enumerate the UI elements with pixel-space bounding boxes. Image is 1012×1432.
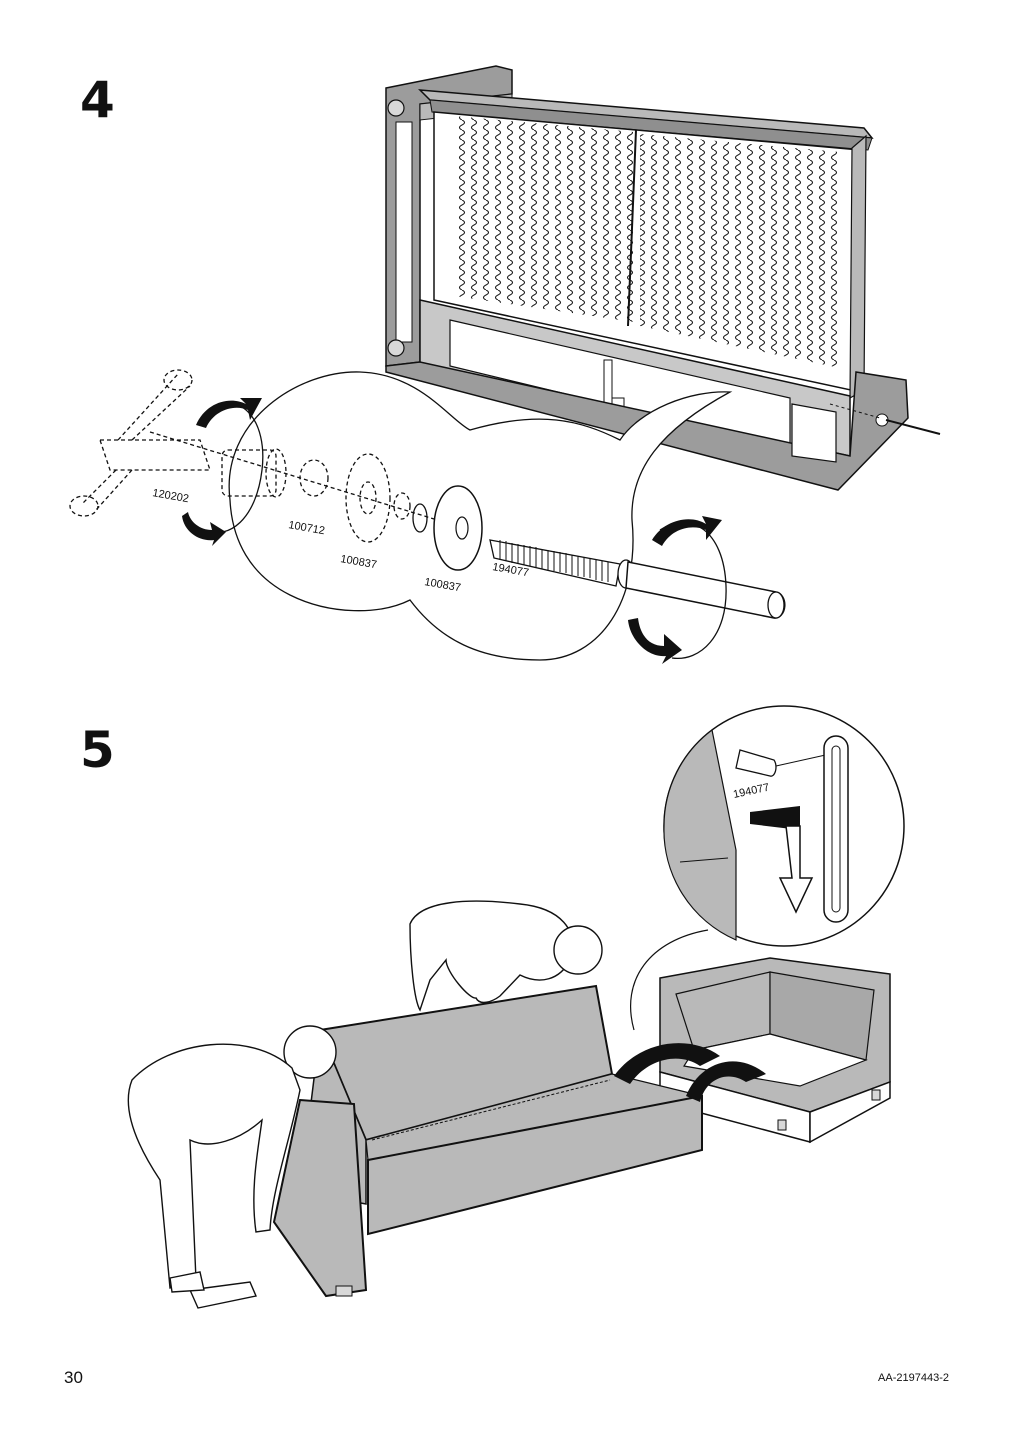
sofa-section <box>272 984 703 1298</box>
push-arrow-2 <box>686 1061 766 1102</box>
step-number-4: 4 <box>80 71 115 129</box>
spring-washer <box>412 503 428 533</box>
bolt-194077 <box>489 539 786 619</box>
person-left <box>127 1025 337 1309</box>
person-right <box>409 900 603 1012</box>
page-number: 30 <box>64 1368 83 1387</box>
part-label-tool: 120202 <box>151 487 189 505</box>
flat-washer <box>433 485 483 571</box>
document-id: AA-2197443-2 <box>878 1372 949 1384</box>
rotation-arrows-top <box>182 398 264 546</box>
push-arrow-1 <box>614 1043 720 1084</box>
detail-zoom-circle <box>630 705 905 1031</box>
rotation-arrows-bolt <box>628 516 727 664</box>
socket-dashed <box>149 431 471 543</box>
step-number-5: 5 <box>80 721 115 779</box>
allen-key-tool <box>69 369 211 517</box>
